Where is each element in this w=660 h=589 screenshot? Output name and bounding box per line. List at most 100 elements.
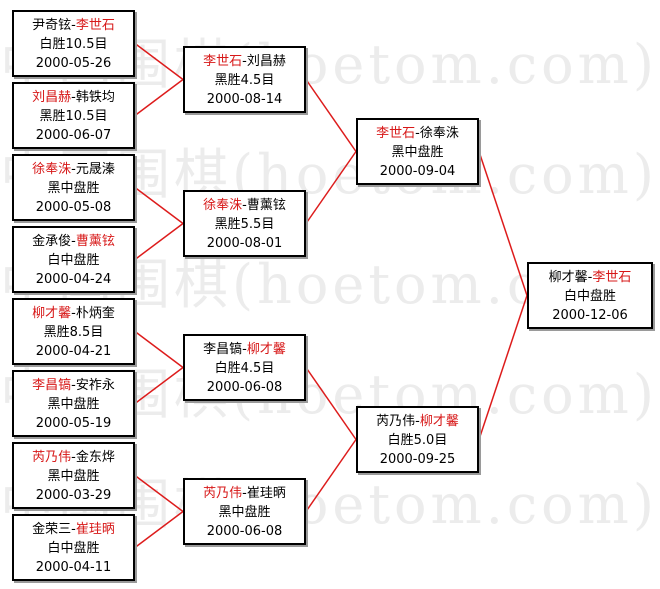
match-players: 李昌镐-柳才馨 — [185, 340, 304, 359]
match-players: 柳才馨-李世石 — [529, 268, 651, 287]
match-players: 徐奉洙-曹薰铉 — [185, 196, 304, 215]
bracket-line-r1-2-to-r2-1 — [134, 78, 184, 117]
match-players: 柳才馨-朴炳奎 — [14, 304, 133, 323]
match-box-r1-1: 尹奇铉-李世石白胜10.5目 2000-05-26 — [12, 10, 135, 77]
versus-dash: - — [71, 234, 76, 249]
match-box-r1-3: 徐奉洙-元晟溱黑中盘胜 2000-05-08 — [12, 154, 135, 221]
player-white: 李世石 — [592, 270, 632, 285]
match-players: 刘昌赫-韩铁均 — [14, 88, 133, 107]
player-white: 朴炳奎 — [75, 306, 115, 321]
match-result: 黑中盘胜 — [47, 469, 100, 484]
player-white: 柳才馨 — [246, 342, 286, 357]
player-black: 李昌镐 — [32, 378, 72, 393]
match-box-r1-5: 柳才馨-朴炳奎黑胜8.5目 2000-04-21 — [12, 298, 135, 365]
bracket-line-r1-3-to-r2-2 — [134, 186, 184, 225]
player-black: 李昌镐 — [203, 342, 243, 357]
bracket-line-r2-4-to-r3-2 — [305, 439, 357, 512]
match-result: 白中盘胜 — [47, 253, 100, 268]
match-result: 黑胜5.5目 — [214, 217, 275, 232]
player-black: 柳才馨 — [548, 270, 588, 285]
match-date: 2000-05-08 — [35, 200, 112, 215]
player-white: 崔珪昞 — [75, 522, 115, 537]
versus-dash: - — [415, 414, 420, 429]
player-black: 柳才馨 — [32, 306, 72, 321]
match-box-r2-1: 李世石-刘昌赫黑胜4.5目 2000-08-14 — [183, 46, 306, 113]
versus-dash: - — [242, 342, 247, 357]
match-result: 白胜10.5目 — [39, 37, 108, 52]
match-date: 2000-04-21 — [35, 344, 112, 359]
match-players: 尹奇铉-李世石 — [14, 16, 133, 35]
match-date: 2000-06-08 — [206, 524, 283, 539]
match-result: 白中盘胜 — [47, 541, 100, 556]
bracket-line-r1-5-to-r2-3 — [134, 330, 184, 369]
versus-dash: - — [242, 54, 247, 69]
player-black: 芮乃伟 — [376, 414, 416, 429]
match-result: 黑胜8.5目 — [43, 325, 104, 340]
player-white: 安祚永 — [75, 378, 115, 393]
player-white: 徐奉洙 — [419, 126, 459, 141]
versus-dash: - — [71, 162, 76, 177]
match-box-r1-7: 芮乃伟-金东烨黑中盘胜 2000-03-29 — [12, 442, 135, 509]
player-white: 元晟溱 — [75, 162, 115, 177]
match-result: 黑中盘胜 — [47, 397, 100, 412]
match-date: 2000-06-08 — [206, 380, 283, 395]
player-white: 曹薰铉 — [246, 198, 286, 213]
match-players: 李昌镐-安祚永 — [14, 376, 133, 395]
player-black: 芮乃伟 — [203, 486, 243, 501]
versus-dash: - — [71, 18, 76, 33]
match-players: 李世石-徐奉洙 — [358, 124, 477, 143]
player-white: 崔珪昞 — [246, 486, 286, 501]
player-black: 尹奇铉 — [32, 18, 72, 33]
player-white: 曹薰铉 — [75, 234, 115, 249]
bracket-line-r2-1-to-r3-1 — [305, 79, 357, 152]
match-date: 2000-12-06 — [552, 308, 628, 323]
match-players: 徐奉洙-元晟溱 — [14, 160, 133, 179]
match-date: 2000-06-07 — [35, 128, 112, 143]
match-date: 2000-04-11 — [35, 560, 112, 575]
versus-dash: - — [415, 126, 420, 141]
player-white: 刘昌赫 — [246, 54, 286, 69]
player-black: 金承俊 — [32, 234, 72, 249]
match-result: 黑胜10.5目 — [39, 109, 108, 124]
versus-dash: - — [71, 90, 76, 105]
bracket-line-r1-1-to-r2-1 — [134, 42, 184, 81]
versus-dash: - — [71, 306, 76, 321]
player-white: 柳才馨 — [419, 414, 459, 429]
bracket-line-r1-8-to-r2-4 — [134, 510, 184, 549]
player-white: 李世石 — [75, 18, 115, 33]
match-result: 白胜5.0目 — [387, 433, 448, 448]
match-players: 金承俊-曹薰铉 — [14, 232, 133, 251]
match-players: 芮乃伟-金东烨 — [14, 448, 133, 467]
player-black: 芮乃伟 — [32, 450, 72, 465]
match-box-r1-8: 金荣三-崔珪昞白中盘胜 2000-04-11 — [12, 514, 135, 581]
bracket-line-r1-6-to-r2-3 — [134, 366, 184, 405]
match-date: 2000-03-29 — [35, 488, 112, 503]
match-date: 2000-05-26 — [35, 56, 112, 71]
versus-dash: - — [71, 522, 76, 537]
match-result: 黑中盘胜 — [218, 505, 271, 520]
bracket-line-r2-3-to-r3-2 — [305, 367, 357, 440]
match-date: 2000-08-01 — [206, 236, 283, 251]
match-box-r2-3: 李昌镐-柳才馨白胜4.5目 2000-06-08 — [183, 334, 306, 401]
player-black: 李世石 — [376, 126, 416, 141]
match-result: 黑中盘胜 — [391, 145, 444, 160]
versus-dash: - — [242, 486, 247, 501]
player-black: 李世石 — [203, 54, 243, 69]
match-date: 2000-08-14 — [206, 92, 283, 107]
match-result: 白胜4.5目 — [214, 361, 275, 376]
player-white: 韩铁均 — [75, 90, 115, 105]
player-black: 徐奉洙 — [32, 162, 72, 177]
match-box-r3-2: 芮乃伟-柳才馨白胜5.0目 2000-09-25 — [356, 406, 479, 473]
bracket-line-r1-4-to-r2-2 — [134, 222, 184, 261]
match-date: 2000-09-25 — [379, 452, 456, 467]
player-black: 金荣三 — [32, 522, 72, 537]
bracket-line-r3-2-to-final — [478, 295, 528, 440]
match-result: 黑胜4.5目 — [214, 73, 275, 88]
match-result: 黑中盘胜 — [47, 181, 100, 196]
versus-dash: - — [242, 198, 247, 213]
versus-dash: - — [587, 270, 593, 285]
player-black: 徐奉洙 — [203, 198, 243, 213]
